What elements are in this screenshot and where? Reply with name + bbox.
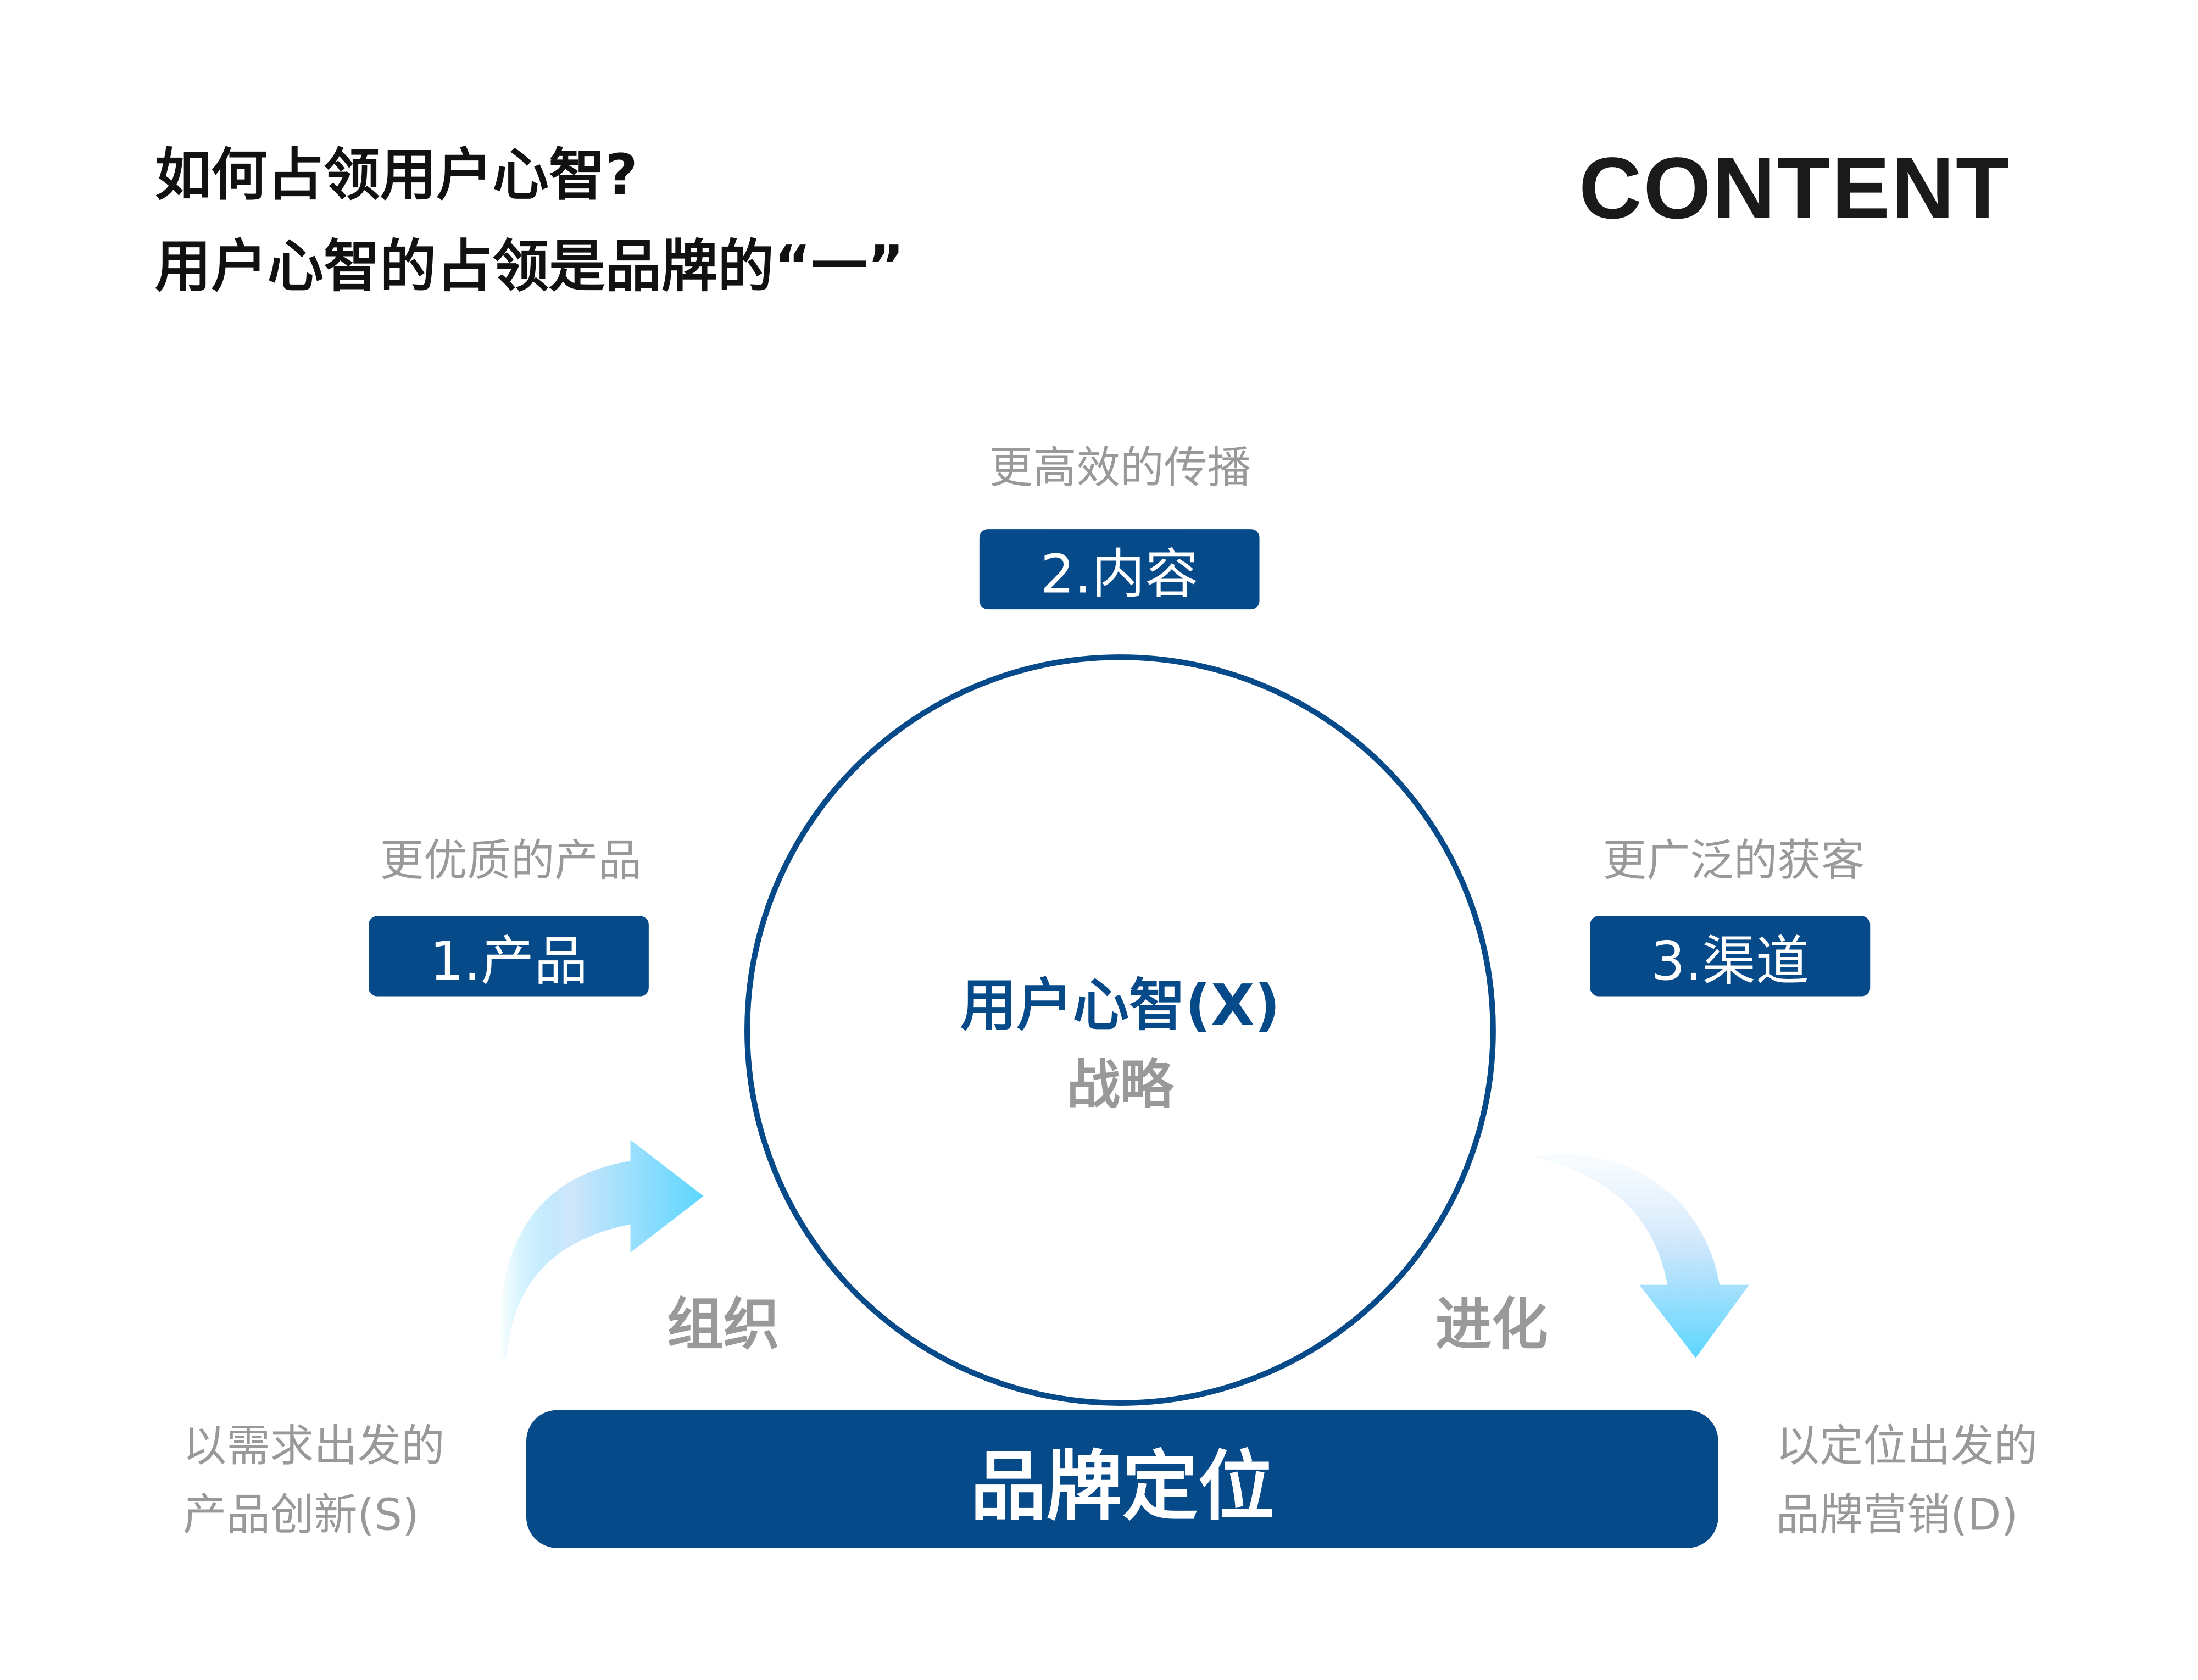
node-product-label: 1.产品 [430,930,588,992]
node-channel: 3.渠道 [1590,916,1871,997]
channel-caption: 更广泛的获客 [1602,836,1865,887]
title-line-2: 用户心智的占领是品牌的“一” [154,235,904,300]
strategy-circle [744,654,1496,1406]
product-caption: 更优质的产品 [380,836,642,887]
curved-arrow-left [499,1139,704,1358]
curved-arrow-right [1534,1154,1749,1358]
brand-positioning-label: 品牌定位 [970,1442,1275,1531]
right-note: 以定位出发的 品牌营销(D) [1776,1413,2038,1551]
center-label: 用户心智(X) [960,973,1281,1039]
organization-label: 组织 [667,1293,780,1358]
node-channel-label: 3.渠道 [1651,930,1810,992]
right-note-line-1: 以定位出发的 [1776,1421,2038,1472]
left-note: 以需求出发的 产品创新(S) [183,1413,444,1551]
center-sublabel: 战略 [1066,1054,1174,1116]
title-line-1: 如何占领用户心智? [154,143,638,209]
brand-word: CONTENT [1579,141,2011,238]
node-content-label: 2.内容 [1040,543,1199,605]
left-note-line-1: 以需求出发的 [182,1421,445,1472]
right-note-line-2: 品牌营销(D) [1776,1490,2018,1541]
node-product: 1.产品 [369,916,649,997]
node-content: 2.内容 [979,529,1260,610]
brand-positioning-bar: 品牌定位 [526,1410,1718,1548]
evolution-label: 进化 [1435,1293,1548,1358]
content-caption: 更高效的传播 [989,443,1251,494]
left-note-line-2: 产品创新(S) [182,1490,420,1541]
